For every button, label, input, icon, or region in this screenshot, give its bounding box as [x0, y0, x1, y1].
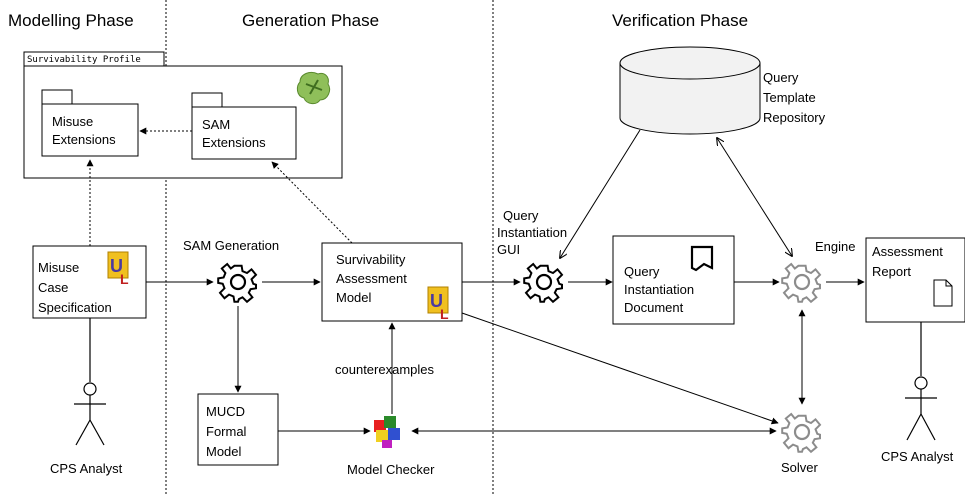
solver-label: Solver: [781, 460, 819, 475]
svg-text:L: L: [120, 271, 129, 287]
sam-extensions-package: SAM Extensions: [191, 92, 297, 160]
sam-extensions-line-2: Extensions: [202, 135, 266, 150]
query-gui-line-3: GUI: [497, 242, 520, 257]
query-gui-gear-icon: [523, 262, 564, 303]
misuse-case-specification: Misuse Case Specification U L: [32, 245, 147, 319]
repo-line-1: Query: [763, 70, 799, 85]
misuse-extensions-package: Misuse Extensions: [41, 89, 139, 157]
sam-model-line-2: Assessment: [336, 271, 407, 286]
model-checker-label: Model Checker: [347, 462, 435, 477]
eclipse-tool-icon: [296, 71, 331, 105]
sam-model-line-3: Model: [336, 290, 372, 305]
assessment-report: Assessment Report: [865, 237, 965, 323]
query-doc-line-1: Query: [624, 264, 660, 279]
analyst-right-label: CPS Analyst: [881, 449, 954, 464]
survivability-profile-package: Survivability Profile Misuse Extensions …: [23, 51, 343, 179]
query-doc-line-3: Document: [624, 300, 684, 315]
query-doc-line-2: Instantiation: [624, 282, 694, 297]
model-checker-puzzle-icon: [374, 416, 400, 448]
mucd-line-2: Formal: [206, 424, 247, 439]
uml-icon: U L: [107, 251, 129, 287]
sam-extensions-line-1: SAM: [202, 117, 230, 132]
misuse-spec-line-2: Case: [38, 280, 68, 295]
sam-generation-gear-icon: [217, 262, 258, 303]
actor-right-icon: [905, 322, 937, 441]
analyst-left-label: CPS Analyst: [50, 461, 123, 476]
actor-left-icon: [74, 318, 106, 446]
repo-engine-arrow: [717, 138, 792, 256]
svg-text:U: U: [430, 291, 443, 311]
sam-model-to-extensions-arrow: [271, 161, 353, 244]
repo-line-3: Repository: [763, 110, 826, 125]
query-template-repository: Query Template Repository: [619, 46, 826, 135]
svg-text:L: L: [440, 306, 449, 322]
repo-line-2: Template: [763, 90, 816, 105]
repo-to-gui-arrow: [560, 129, 641, 258]
misuse-extensions-line-1: Misuse: [52, 114, 93, 129]
sam-model-line-1: Survivability: [336, 252, 406, 267]
query-gui-line-1: Query: [503, 208, 539, 223]
sam-generation-label: SAM Generation: [183, 238, 279, 253]
query-gui-line-2: Instantiation: [497, 225, 567, 240]
counterexamples-label: counterexamples: [335, 362, 434, 377]
engine-label: Engine: [815, 239, 855, 254]
survivability-assessment-model: Survivability Assessment Model U L: [321, 242, 463, 322]
uml-icon: U L: [427, 286, 449, 322]
svg-text:U: U: [110, 256, 123, 276]
query-instantiation-document: Query Instantiation Document: [612, 235, 735, 325]
mucd-line-1: MUCD: [206, 404, 245, 419]
document-icon: [690, 245, 714, 272]
sam-model-to-solver-arrow: [461, 312, 779, 425]
document-icon: [933, 279, 953, 307]
phase-title-modelling: Modelling Phase: [8, 11, 134, 30]
misuse-spec-line-1: Misuse: [38, 260, 79, 275]
engine-gear-icon: [781, 262, 822, 303]
phase-title-verification: Verification Phase: [612, 11, 748, 30]
misuse-spec-line-3: Specification: [38, 300, 112, 315]
profile-tab-label: Survivability Profile: [27, 55, 141, 65]
solver-gear-icon: [781, 412, 822, 453]
phase-title-generation: Generation Phase: [242, 11, 379, 30]
mucd-formal-model: MUCD Formal Model: [197, 393, 279, 466]
report-line-2: Report: [872, 264, 911, 279]
misuse-extensions-line-2: Extensions: [52, 132, 116, 147]
report-line-1: Assessment: [872, 244, 943, 259]
mucd-line-3: Model: [206, 444, 242, 459]
